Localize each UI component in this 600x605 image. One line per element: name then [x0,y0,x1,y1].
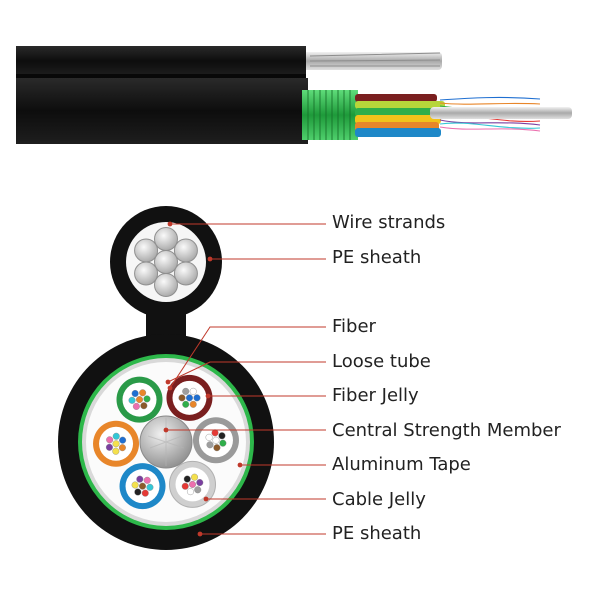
main-sheath-side [16,78,308,144]
fiber [219,439,227,447]
fiber [118,444,126,452]
wire-strand [134,261,159,286]
fiber [139,389,147,397]
fiber [128,396,136,404]
label-central-strength-member: Central Strength Member [332,420,561,441]
fiber [196,479,204,487]
label-pe-sheath-messenger: PE sheath [332,247,422,268]
fiber [105,443,113,451]
fiber [134,488,142,496]
cable-cross-section [58,206,274,550]
leader-dot [205,393,211,399]
tube-side-4 [355,115,441,124]
leader-dot [167,385,173,391]
fiber [212,436,220,444]
wire-strands-group [134,227,198,297]
fiber [112,432,120,440]
fiber [131,481,139,489]
tube-side-6 [355,128,441,137]
fiber [213,444,221,452]
wire-strand [173,238,198,263]
label-wire-strands: Wire strands [332,212,446,233]
fiber [194,486,202,494]
fiber [183,475,191,483]
label-loose-tube: Loose tube [332,351,431,372]
leader-dot [167,221,173,227]
tube-side-2 [355,101,445,109]
fiber [139,482,147,490]
fiber [112,440,120,448]
leader-dot [197,531,203,537]
leader-dot [237,462,243,468]
wire-strand [134,238,159,263]
fiber [136,475,144,483]
fiber [143,395,151,403]
fiber [132,402,140,410]
leader-line [169,326,326,389]
messenger-sheath-side [16,46,306,76]
fiber [188,480,196,488]
label-fiber: Fiber [332,316,376,337]
armor-corrugation [307,90,351,140]
wire-strand [154,273,178,297]
wire-strand [154,250,178,274]
fiber [141,489,149,497]
leader-line [167,361,326,383]
fiber [205,433,213,441]
csm-texture [147,418,185,466]
fiber [119,436,127,444]
fiber [189,387,197,395]
fiber [191,473,199,481]
label-pe-sheath-outer: PE sheath [332,523,422,544]
label-fiber-jelly: Fiber Jelly [332,385,419,406]
leader-dot [207,256,213,262]
messenger-strand-lines [309,52,441,67]
tube-side-1 [355,94,437,102]
fiber [211,429,219,437]
fiber [143,476,151,484]
tube-side-3 [355,108,441,117]
fiber [182,400,190,408]
loose-tubes-group [93,374,239,510]
fiber [140,402,148,410]
wire-strand [173,261,198,286]
leader-dot [203,496,209,502]
fiber [181,482,189,490]
armor-side [302,90,358,140]
leader-dot [165,379,171,385]
csm-side [430,107,572,119]
fiber [106,436,114,444]
fiber [185,394,193,402]
cable-side-view [16,46,572,144]
leader-lines [163,221,326,537]
fiber [131,389,139,397]
fiber [178,394,186,402]
label-cable-jelly: Cable Jelly [332,489,426,510]
leader-dot [163,427,169,433]
fiber [136,396,144,404]
fiber [146,483,154,491]
wire-strand [154,227,178,251]
web-side [16,74,306,80]
fiber [182,387,190,395]
fiber [186,488,194,496]
fiber [206,441,214,449]
fiber [218,432,226,440]
fiber [112,447,120,455]
label-aluminum-tape: Aluminum Tape [332,454,471,475]
fiber [189,400,197,408]
fiber [193,394,201,402]
